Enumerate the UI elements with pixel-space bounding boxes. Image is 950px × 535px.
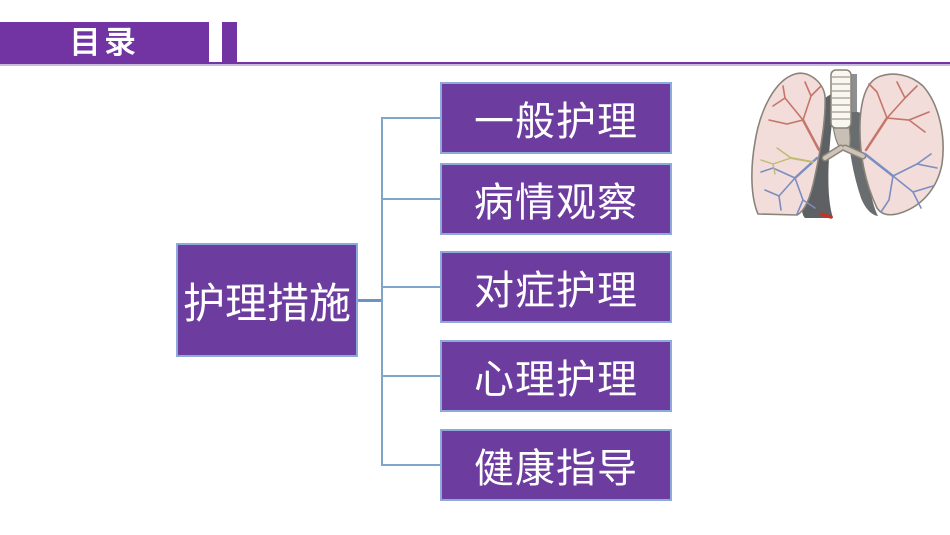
trachea [821,69,867,162]
diagram-node-label: 心理护理 [474,358,638,402]
diagram-node-label: 病情观察 [474,181,638,225]
diagram-node-psychological-care[interactable]: 心理护理 [440,340,672,412]
connector-branch-4 [381,375,440,377]
lungs-illustration [751,69,944,219]
toc-banner: 目录 [0,22,209,62]
diagram-node-label: 对症护理 [474,269,638,313]
connector-root-link [357,299,382,302]
diagram-node-label: 健康指导 [474,447,638,491]
diagram-node-symptomatic-care[interactable]: 对症护理 [440,251,672,323]
banner-accent-bar [222,22,237,62]
connector-branch-2 [381,198,440,200]
header-divider-line [0,62,950,64]
diagram-node-condition-observation[interactable]: 病情观察 [440,163,672,235]
right-lung [859,73,944,216]
diagram-node-label: 一般护理 [474,100,638,144]
toc-banner-label: 目录 [69,24,140,60]
artery-tree-icon [768,81,930,152]
airway-tree-icon [760,147,814,175]
connector-branch-1 [381,117,440,119]
connector-spine [381,117,383,466]
diagram-node-health-guidance[interactable]: 健康指导 [440,429,672,501]
red-mark [819,212,833,219]
diagram-root-node-nursing-measures[interactable]: 护理措施 [176,243,358,357]
diagram-node-general-care[interactable]: 一般护理 [440,82,672,154]
diagram-root-label: 护理措施 [182,279,351,327]
connector-branch-3 [381,286,440,288]
connector-branch-5 [381,464,440,466]
header-divider-shadow [0,64,950,66]
